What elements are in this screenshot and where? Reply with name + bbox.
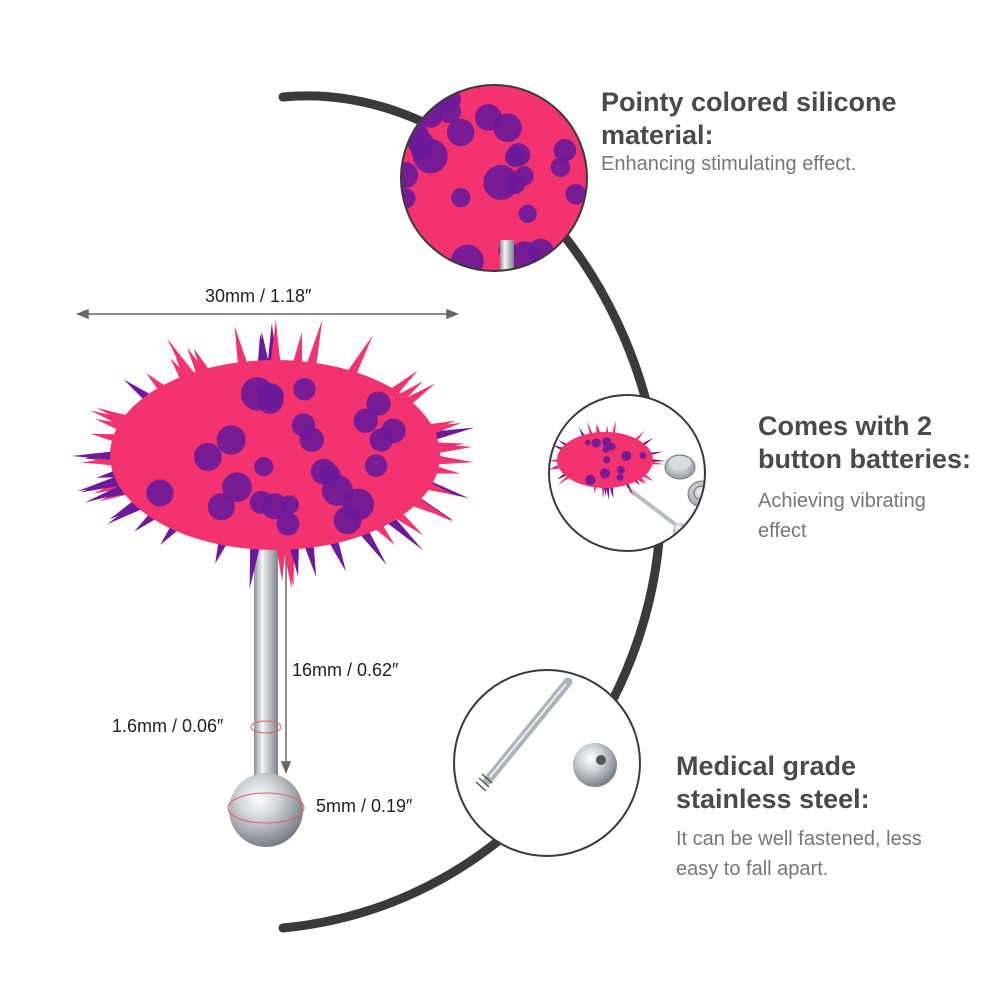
barbell-ball [229,773,303,847]
feature-batteries: Comes with 2 button batteries: Achieving… [758,410,998,546]
feature-title: stainless steel: [676,784,870,814]
ball-size-label: 5mm / 0.19″ [316,796,413,816]
feature-description: easy to fall apart. [676,858,829,880]
batteries-circle [548,394,706,552]
feature-description: It can be well fastened, less [676,828,922,850]
feature-description: Enhancing stimulating effect. [601,153,857,175]
silicone-closeup-circle [400,84,588,272]
width-label: 30mm / 1.18″ [205,286,312,306]
feature-description: effect [758,520,807,542]
feature-title: Comes with 2 [758,411,933,441]
gauge-label: 1.6mm / 0.06″ [112,716,224,736]
spiky-silicone-ball [71,319,475,589]
feature-silicone: Pointy colored silicone material: Enhanc… [601,86,991,179]
feature-description: Achieving vibrating [758,490,926,512]
width-dimension-line [75,308,460,320]
length-dimension-line [280,540,292,775]
feature-title: Medical grade [676,751,857,781]
feature-title: button batteries: [758,444,971,474]
steel-circle [453,669,641,857]
barbell-shaft [254,520,278,780]
feature-steel: Medical grade stainless steel: It can be… [676,750,996,884]
gauge-marker [250,720,282,734]
length-label: 16mm / 0.62″ [292,660,399,680]
feature-title: Pointy colored silicone [601,87,897,117]
button-battery-icon [664,454,696,480]
feature-title: material: [601,120,714,150]
ball-marker [227,792,305,824]
